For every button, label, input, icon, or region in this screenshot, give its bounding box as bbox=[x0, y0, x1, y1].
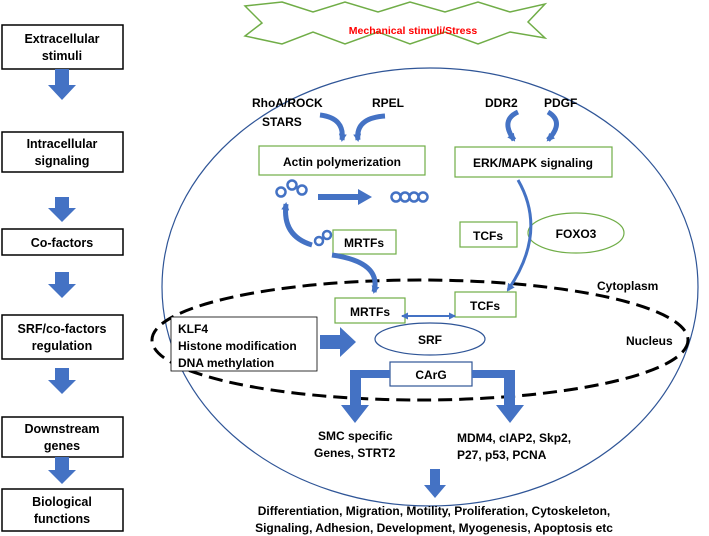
stage-down-arrow bbox=[48, 272, 76, 298]
monomer-icon bbox=[417, 191, 429, 203]
stage-label: regulation bbox=[32, 339, 92, 353]
stars-label: STARS bbox=[262, 115, 302, 129]
stage-label: signaling bbox=[35, 154, 90, 168]
curved-arrow bbox=[353, 113, 386, 142]
stage-label: Downstream bbox=[24, 422, 99, 436]
monomer-icon bbox=[286, 179, 298, 191]
curved-arrow bbox=[546, 109, 559, 142]
regulators-box bbox=[170, 316, 318, 372]
curved-arrow bbox=[319, 112, 347, 142]
srf-label: SRF bbox=[418, 333, 442, 347]
stage-label: Co-factors bbox=[31, 236, 94, 250]
mrtfs-cytoplasm-label: MRTFs bbox=[344, 236, 384, 250]
monomer-icon bbox=[296, 184, 308, 196]
stage-biological-functions: Biological functions bbox=[1, 488, 124, 532]
stage-label: Biological bbox=[32, 495, 92, 509]
stage-label: functions bbox=[34, 512, 90, 526]
stage-label: genes bbox=[44, 439, 80, 453]
functions-label: Signaling, Adhesion, Development, Myogen… bbox=[255, 521, 613, 535]
monomer-icon bbox=[313, 235, 325, 247]
stage-srf-regulation: SRF/co-factors regulation bbox=[1, 314, 124, 360]
monomer-icon bbox=[399, 191, 411, 203]
tcfs-nucleus-box bbox=[454, 291, 517, 318]
monomer-icon bbox=[390, 191, 402, 203]
smc-genes-label: SMC specific bbox=[318, 429, 393, 443]
stage-label: Extracellular bbox=[24, 32, 99, 46]
foxo3-ellipse bbox=[527, 212, 625, 254]
tcfs-cytoplasm-label: TCFs bbox=[473, 229, 503, 243]
nucleus-membrane bbox=[150, 278, 690, 402]
f-actin-filament bbox=[390, 191, 429, 203]
rpel-label: RPEL bbox=[372, 96, 404, 110]
stage-box bbox=[1, 488, 124, 532]
stage-down-arrow bbox=[48, 368, 76, 394]
g-actin-monomers bbox=[275, 179, 308, 198]
smc-genes-label: Genes, STRT2 bbox=[314, 446, 396, 460]
mrtf-monomers bbox=[313, 229, 333, 247]
curved-arrow bbox=[331, 252, 380, 294]
curved-arrow bbox=[505, 109, 520, 142]
regulator-label: DNA methylation bbox=[178, 356, 274, 370]
stage-box bbox=[1, 228, 124, 256]
stage-label: stimuli bbox=[42, 49, 82, 63]
nucleus-label: Nucleus bbox=[626, 334, 673, 348]
actin-polymerization-box bbox=[258, 145, 426, 176]
mrtfs-nucleus-label: MRTFs bbox=[350, 305, 390, 319]
actin-polymerization-label: Actin polymerization bbox=[283, 155, 401, 169]
stage-down-arrow bbox=[48, 457, 76, 484]
pdgf-label: PDGF bbox=[544, 96, 577, 110]
functions-label: Differentiation, Migration, Motility, Pr… bbox=[258, 504, 610, 518]
stage-column: Extracellular stimuli Intracellular sign… bbox=[1, 24, 124, 532]
mrtfs-nucleus-box bbox=[334, 297, 406, 324]
monomer-icon bbox=[275, 186, 287, 198]
stage-label: SRF/co-factors bbox=[18, 322, 107, 336]
carg-label: CArG bbox=[415, 368, 446, 382]
ddr2-label: DDR2 bbox=[485, 96, 518, 110]
stage-extracellular-stimuli: Extracellular stimuli bbox=[1, 24, 124, 70]
carg-to-smc-arrow bbox=[341, 370, 390, 423]
tcfs-nucleus-label: TCFs bbox=[470, 299, 500, 313]
polymerization-arrow bbox=[318, 189, 372, 205]
mechanical-stimuli-burst: Mechanical stimuli/Stress bbox=[243, 1, 548, 45]
stage-down-arrow bbox=[48, 69, 76, 100]
foxo3-label: FOXO3 bbox=[556, 227, 597, 241]
stage-box bbox=[1, 314, 124, 360]
stage-intracellular-signaling: Intracellular signaling bbox=[1, 131, 124, 173]
mrtfs-cytoplasm-box bbox=[332, 229, 397, 255]
target-genes-label: MDM4, cIAP2, Skp2, bbox=[457, 431, 571, 445]
stage-box bbox=[1, 131, 124, 173]
stage-box bbox=[1, 24, 124, 70]
curved-arrow bbox=[281, 202, 313, 248]
monomer-icon bbox=[321, 229, 333, 241]
regulator-label: KLF4 bbox=[178, 322, 208, 336]
srf-ellipse bbox=[374, 322, 486, 356]
stage-label: Intracellular bbox=[27, 137, 98, 151]
cytoplasm-label: Cytoplasm bbox=[597, 279, 658, 293]
regulation-arrow bbox=[320, 327, 356, 357]
regulator-label: Histone modification bbox=[178, 339, 297, 353]
stage-co-factors: Co-factors bbox=[1, 228, 124, 256]
tcfs-cytoplasm-box bbox=[459, 221, 518, 248]
carg-to-targets-arrow bbox=[472, 370, 524, 423]
curved-arrow bbox=[506, 179, 533, 292]
cell-membrane bbox=[161, 67, 699, 507]
monomer-icon bbox=[408, 191, 420, 203]
target-genes-label: P27, p53, PCNA bbox=[457, 448, 547, 462]
stage-down-arrow bbox=[48, 197, 76, 222]
stage-downstream-genes: Downstream genes bbox=[1, 416, 124, 458]
star-shape bbox=[243, 1, 548, 45]
erk-mapk-box bbox=[454, 146, 613, 178]
stimulus-label: Mechanical stimuli/Stress bbox=[349, 25, 478, 37]
functions-down-arrow bbox=[424, 469, 446, 498]
rhoa-rock-label: RhoA/ROCK bbox=[252, 96, 323, 110]
erk-mapk-label: ERK/MAPK signaling bbox=[473, 156, 593, 170]
